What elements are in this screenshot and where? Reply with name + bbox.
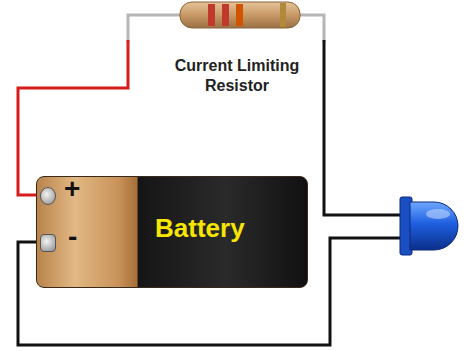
resistor-lead bbox=[128, 15, 182, 42]
resistor-symbol bbox=[180, 2, 300, 28]
battery-label: Battery bbox=[155, 213, 245, 244]
component-label: Current Limiting Resistor bbox=[162, 56, 312, 96]
battery-terminal bbox=[40, 234, 56, 252]
positive-wire bbox=[18, 40, 128, 195]
terminal-sign: - bbox=[68, 222, 77, 252]
led-symbol bbox=[400, 197, 458, 255]
resistor-lead bbox=[298, 15, 324, 42]
battery-terminal bbox=[40, 187, 56, 205]
terminal-sign: + bbox=[64, 174, 80, 204]
led-wire bbox=[324, 40, 402, 215]
